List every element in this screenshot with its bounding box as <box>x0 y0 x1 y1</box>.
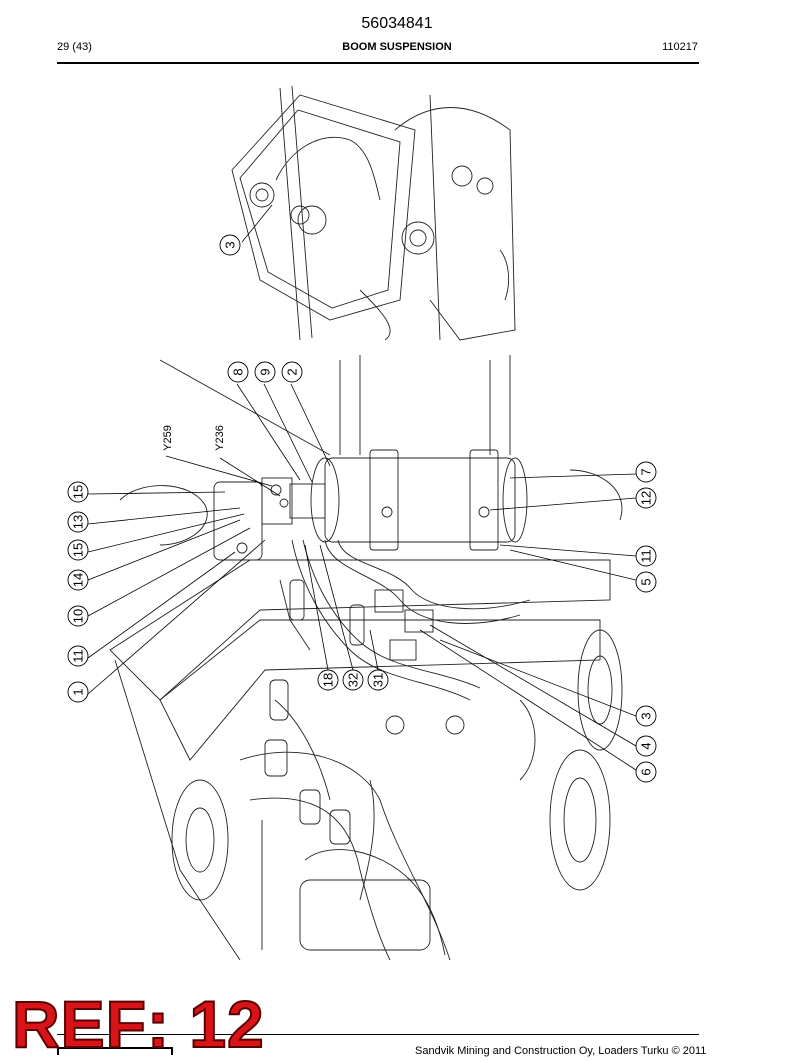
callout-number: 13 <box>71 515 86 529</box>
callout-circle <box>635 545 657 567</box>
callout-circle <box>67 605 89 627</box>
callout-number: 31 <box>371 673 386 687</box>
callout-circle <box>219 234 241 256</box>
callout-circle <box>67 645 89 667</box>
callout-number: 12 <box>639 491 654 505</box>
page-count: 29 (43) <box>57 41 92 53</box>
callout-number: 6 <box>639 768 654 775</box>
callout-number: 2 <box>285 368 300 375</box>
callout-circle <box>342 669 364 691</box>
callout-number: 18 <box>321 673 336 687</box>
callout-circle <box>227 361 249 383</box>
callout-circle <box>635 761 657 783</box>
callout-circle <box>67 681 89 703</box>
callout-circle <box>254 361 276 383</box>
ref-label: REF: 12 <box>11 986 265 1062</box>
callout-number: 3 <box>223 241 238 248</box>
callout-number: 5 <box>639 578 654 585</box>
copyright-text: Sandvik Mining and Construction Oy, Load… <box>415 1045 707 1057</box>
top-view-callouts: 3 <box>219 234 241 256</box>
callout-circle <box>367 669 389 691</box>
callout-number: 32 <box>346 673 361 687</box>
callout-number: 1 <box>71 688 86 695</box>
sandvik-logo <box>57 1047 173 1055</box>
callout-circle <box>635 735 657 757</box>
callout-number: 10 <box>71 609 86 623</box>
callout-circle <box>67 481 89 503</box>
callout-number: 11 <box>71 649 86 663</box>
callout-circle <box>67 539 89 561</box>
callout-circle <box>281 361 303 383</box>
callout-number: 3 <box>639 712 654 719</box>
sensor-labels: Y259 Y236 <box>162 425 226 451</box>
sensor-label-y236: Y236 <box>214 425 226 451</box>
callout-circle <box>67 511 89 533</box>
callout-number: 15 <box>71 543 86 557</box>
callout-number: 9 <box>258 368 273 375</box>
sensor-label-y259: Y259 <box>162 425 174 451</box>
header-rule <box>57 62 699 64</box>
footer-rule <box>57 1034 699 1035</box>
document-number: 56034841 <box>361 15 433 32</box>
callout-number: 14 <box>71 573 86 587</box>
callout-number: 15 <box>71 485 86 499</box>
callout-number: 8 <box>231 368 246 375</box>
callout-number: 7 <box>639 468 654 475</box>
callout-circle <box>635 571 657 593</box>
leader-lines <box>87 204 637 771</box>
callout-circle <box>67 569 89 591</box>
callout-circle <box>635 461 657 483</box>
top-view-drawing <box>231 85 516 341</box>
callout-circle <box>317 669 339 691</box>
section-title: BOOM SUSPENSION <box>342 41 452 53</box>
callout-number: 4 <box>639 742 654 749</box>
callout-circle <box>635 487 657 509</box>
document-date: 110217 <box>662 41 698 53</box>
main-view-drawing <box>109 355 623 961</box>
callout-circle <box>635 705 657 727</box>
callout-number: 11 <box>639 549 654 563</box>
